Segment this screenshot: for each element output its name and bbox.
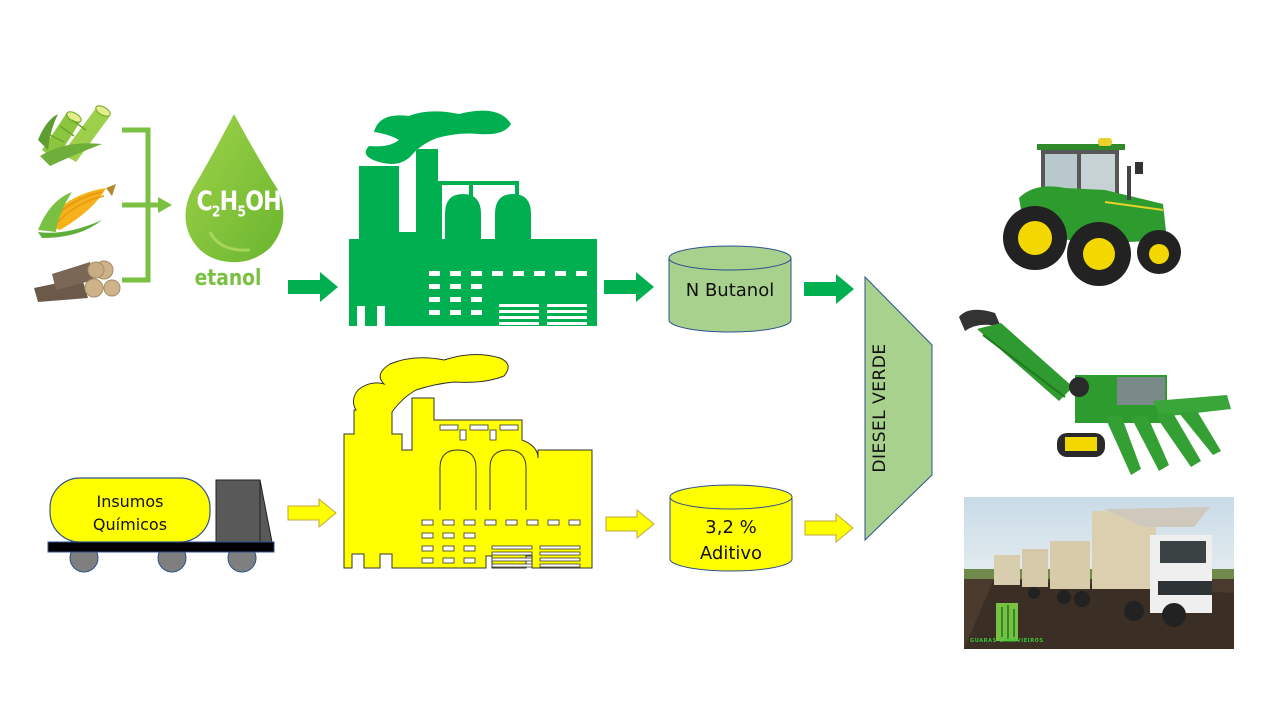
tractor-image — [995, 132, 1195, 292]
sugarcane-truck-image: GUARAS CANAVIEIROS — [964, 497, 1234, 649]
n-butanol-cylinder — [668, 245, 792, 333]
truck-icon — [964, 497, 1234, 649]
harvester-icon — [959, 309, 1231, 475]
truck-watermark: GUARAS CANAVIEIROS — [970, 638, 1044, 644]
arrow-factory-to-butanol — [604, 272, 654, 302]
corn-icon — [38, 184, 116, 238]
green-factory-icon — [349, 110, 597, 326]
tractor-icon — [1003, 138, 1181, 286]
n-butanol-label: N Butanol — [685, 280, 775, 301]
ethanol-label: etanol — [194, 266, 262, 291]
sugarcane-icon — [38, 105, 111, 166]
diesel-verde-label: DIESEL VERDE — [870, 343, 890, 473]
yellow-factory-icon — [343, 354, 593, 569]
arrow-additive-to-diesel — [804, 512, 854, 544]
additive-cylinder — [669, 484, 793, 572]
chemicals-truck-icon — [47, 477, 275, 573]
arrow-truck-to-factory — [287, 497, 337, 529]
arrow-butanol-to-diesel — [804, 274, 854, 304]
merge-bracket-arrow — [122, 127, 172, 283]
sugarcane-harvester-image — [955, 305, 1240, 477]
arrow-ethanol-to-factory — [288, 272, 338, 302]
diesel-verde-funnel — [864, 275, 933, 542]
additive-label: 3,2 % Aditivo — [699, 517, 763, 564]
arrow-factory-to-additive — [605, 508, 655, 540]
chemicals-label: Insumos Químicos — [92, 492, 168, 534]
ethanol-formula: C2H5OH — [196, 186, 281, 221]
logs-icon — [34, 260, 121, 302]
ethanol-drop-icon — [185, 114, 284, 263]
